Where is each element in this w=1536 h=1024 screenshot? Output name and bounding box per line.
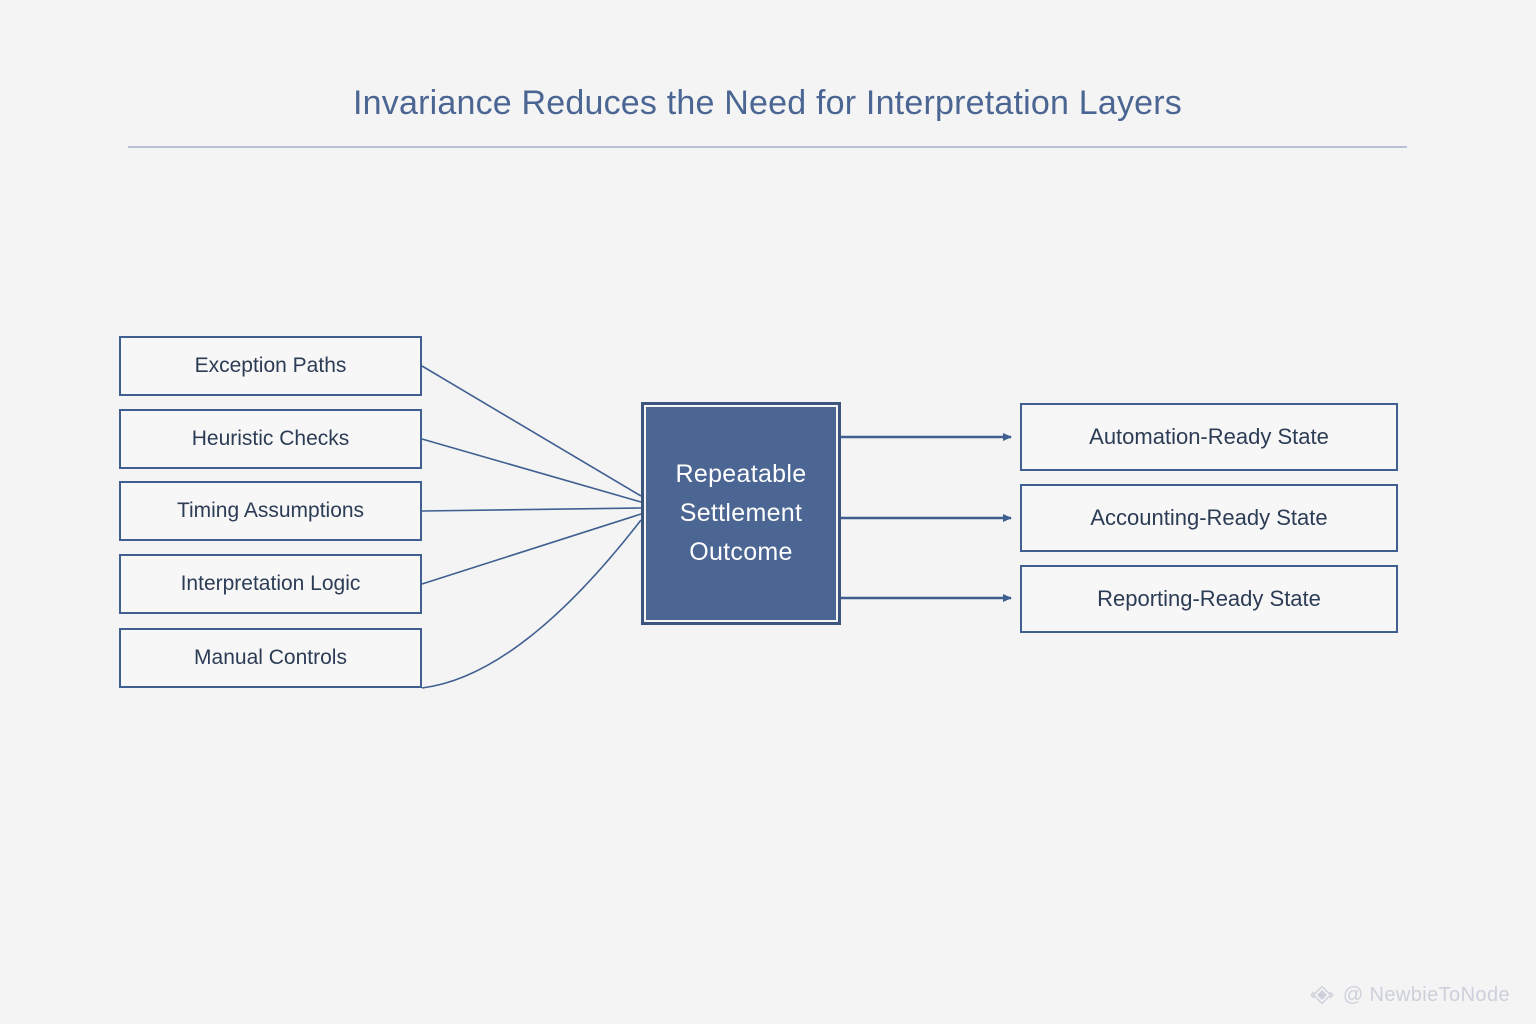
input-node-manual-controls[interactable]: Manual Controls [119,628,422,688]
output-node-automation-ready-state[interactable]: Automation-Ready State [1020,403,1398,471]
output-node-label: Reporting-Ready State [1097,585,1321,611]
input-node-exception-paths[interactable]: Exception Paths [119,336,422,396]
diamond-logo-icon [1309,982,1335,1008]
input-node-label: Interpretation Logic [180,572,361,596]
output-node-accounting-ready-state[interactable]: Accounting-Ready State [1020,484,1398,552]
watermark-handle: @ NewbieToNode [1342,983,1510,1006]
output-node-reporting-ready-state[interactable]: Reporting-Ready State [1020,565,1398,633]
hub-node-repeatable-settlement-outcome[interactable]: Repeatable Settlement Outcome [641,402,841,625]
input-node-timing-assumptions[interactable]: Timing Assumptions [119,481,422,541]
page-title: Invariance Reduces the Need for Interpre… [353,84,1182,122]
input-node-label: Exception Paths [194,354,347,378]
input-connectors [421,365,642,689]
hub-label-line-1: Repeatable [675,460,807,489]
output-node-label: Automation-Ready State [1089,423,1329,449]
watermark: @ NewbieToNode [1309,982,1510,1008]
hub-label-line-3: Outcome [689,537,793,566]
input-node-interpretation-logic[interactable]: Interpretation Logic [119,554,422,614]
input-node-label: Heuristic Checks [191,427,350,451]
input-node-label: Manual Controls [194,646,347,670]
title-divider [128,146,1407,148]
hub-label-line-2: Settlement [679,499,803,528]
output-node-label: Accounting-Ready State [1090,504,1328,530]
input-node-label: Timing Assumptions [176,499,365,523]
input-node-heuristic-checks[interactable]: Heuristic Checks [119,409,422,469]
hub-label: Repeatable Settlement Outcome [676,455,807,571]
output-connectors [841,433,1012,602]
